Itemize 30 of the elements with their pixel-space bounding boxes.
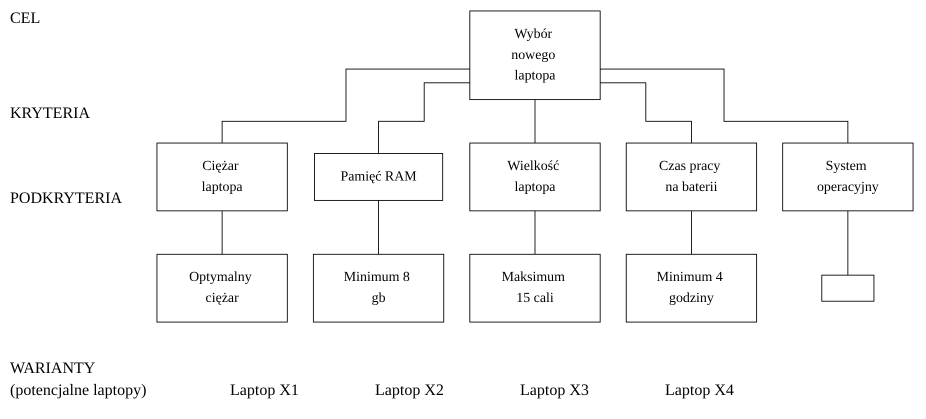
- level-label: WARIANTY: [10, 360, 96, 378]
- connector: [691, 210, 692, 255]
- node-box: Pamięć RAM: [314, 153, 444, 201]
- node-box: System operacyjny: [782, 142, 914, 212]
- connector: [222, 68, 470, 144]
- connector: [847, 210, 848, 276]
- connector: [600, 68, 848, 144]
- variant-label: Laptop X1: [230, 382, 299, 400]
- node-box: Wielkość laptopa: [469, 142, 601, 212]
- variant-label: Laptop X3: [520, 382, 589, 400]
- variant-label: Laptop X4: [665, 382, 734, 400]
- node-box: Minimum 8 gb: [312, 254, 444, 323]
- variant-label: Laptop X2: [375, 382, 444, 400]
- node-box: Minimum 4 godziny: [626, 254, 758, 323]
- node-box: Wybór nowego laptopa: [469, 10, 601, 100]
- connector: [534, 99, 536, 144]
- node-box: Ciężar laptopa: [156, 142, 288, 212]
- level-label: CEL: [10, 10, 40, 28]
- level-label: PODKRYTERIA: [10, 190, 122, 208]
- connector: [378, 200, 379, 255]
- node-box: Maksimum 15 cali: [469, 254, 601, 323]
- connector: [222, 210, 223, 255]
- level-note: (potencjalne laptopy): [10, 382, 146, 400]
- node-box: Optymalny ciężar: [156, 254, 288, 323]
- connector: [378, 82, 470, 154]
- connector: [600, 82, 692, 144]
- node-box: [821, 274, 874, 302]
- node-box: Czas pracy na baterii: [626, 142, 758, 212]
- level-label: KRYTERIA: [10, 105, 90, 123]
- connector: [534, 210, 536, 255]
